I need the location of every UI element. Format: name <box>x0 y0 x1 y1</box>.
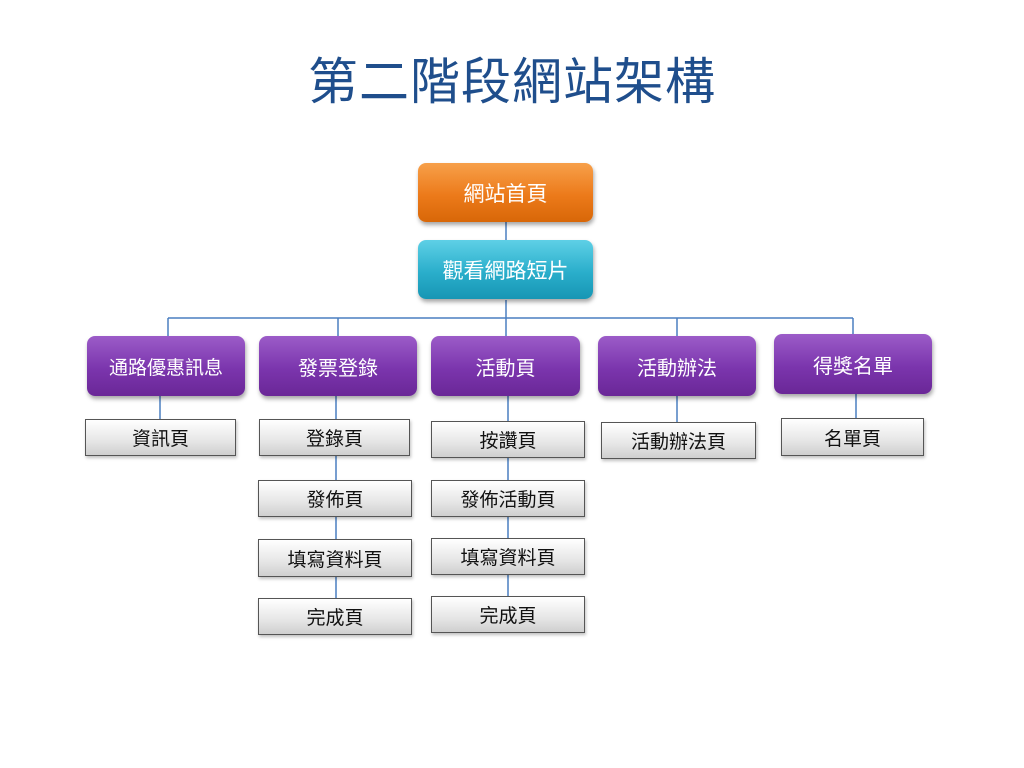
leaf-fill-info-page: 填寫資料頁 <box>258 539 412 577</box>
leaf-complete-page: 完成頁 <box>431 596 585 633</box>
leaf-publish-activity-page: 發佈活動頁 <box>431 480 585 517</box>
leaf-label: 按讚頁 <box>479 430 537 452</box>
leaf-label: 登錄頁 <box>305 428 363 450</box>
leaf-label: 完成頁 <box>306 607 364 629</box>
leaf-register-page: 登錄頁 <box>259 419 410 456</box>
branch-label: 活動頁 <box>475 355 536 380</box>
leaf-winners-page: 名單頁 <box>781 418 924 456</box>
leaf-label: 活動辦法頁 <box>630 431 726 453</box>
node-branch-promotions: 通路優惠訊息 <box>87 336 245 396</box>
page-title: 第二階段網站架構 <box>308 53 716 111</box>
leaf-label: 填寫資料頁 <box>460 547 556 569</box>
leaf-label: 完成頁 <box>479 605 537 627</box>
branch-label: 通路優惠訊息 <box>108 356 223 379</box>
leaf-fill-info-page: 填寫資料頁 <box>431 538 585 575</box>
node-homepage-label: 網站首頁 <box>463 181 548 206</box>
branch-label: 得獎名單 <box>813 353 893 378</box>
node-branch-rules: 活動辦法 <box>598 336 756 396</box>
leaf-label: 發佈頁 <box>306 489 364 511</box>
leaf-complete-page: 完成頁 <box>258 598 412 635</box>
node-branch-activity: 活動頁 <box>431 336 580 396</box>
leaf-rules-page: 活動辦法頁 <box>601 422 756 459</box>
node-branch-winners: 得獎名單 <box>774 334 932 394</box>
leaf-label: 資訊頁 <box>131 428 189 450</box>
leaf-info-page: 資訊頁 <box>85 419 236 456</box>
branch-label: 發票登錄 <box>298 355 378 380</box>
node-branch-invoice-register: 發票登錄 <box>259 336 417 396</box>
branch-label: 活動辦法 <box>637 355 717 380</box>
node-homepage: 網站首頁 <box>418 163 593 222</box>
leaf-label: 發佈活動頁 <box>460 489 556 511</box>
leaf-label: 名單頁 <box>823 427 881 450</box>
node-watch-videos: 觀看網路短片 <box>418 240 593 299</box>
leaf-publish-page: 發佈頁 <box>258 480 412 517</box>
node-watch-videos-label: 觀看網路短片 <box>442 258 569 283</box>
leaf-like-page: 按讚頁 <box>431 421 585 458</box>
leaf-label: 填寫資料頁 <box>287 548 383 571</box>
